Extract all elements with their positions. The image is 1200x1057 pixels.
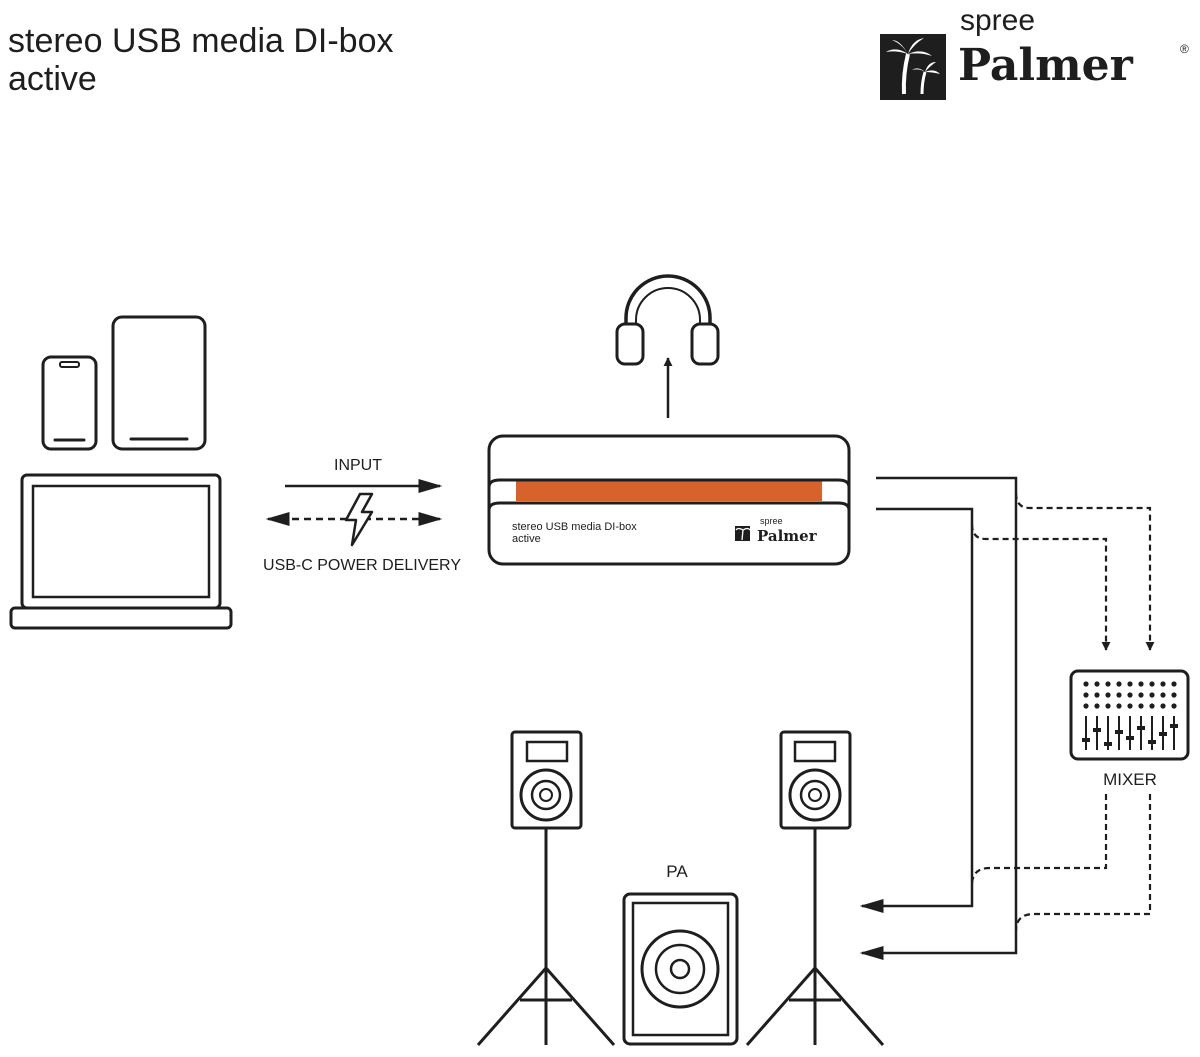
device-label-line-1: stereo USB media DI-box xyxy=(512,521,637,533)
device-brand-palmer: Palmer xyxy=(757,527,818,545)
pa-label: PA xyxy=(666,862,688,881)
device-accent-strip xyxy=(516,481,822,501)
input-label: INPUT xyxy=(334,457,382,474)
speaker-left xyxy=(476,730,616,1046)
laptop-icon xyxy=(9,473,233,630)
title-line-1: stereo USB media DI-box xyxy=(8,22,394,60)
tablet-icon xyxy=(111,315,207,451)
speaker-right xyxy=(745,730,885,1046)
lightning-icon xyxy=(344,492,374,547)
device-brand-spree: spree xyxy=(760,516,783,526)
headphones-icon xyxy=(615,274,720,366)
brand-registered: ® xyxy=(1180,42,1189,56)
di-box-device: stereo USB media DI-box active spree Pal… xyxy=(487,434,851,566)
phone-icon xyxy=(41,355,98,451)
mixer-dashed-lines xyxy=(970,492,1155,932)
brand-palmer: Palmer xyxy=(958,40,1133,91)
title-line-2: active xyxy=(8,60,97,98)
power-label: USB-C POWER DELIVERY xyxy=(263,557,461,574)
mixer-label: MIXER xyxy=(1103,770,1157,789)
palm-tree-logo-icon xyxy=(880,34,946,100)
page-title: stereo USB media DI-box active xyxy=(8,22,394,98)
brand-logo: spree Palmer ® xyxy=(878,4,1194,104)
input-connection: INPUT USB-C POWER DELIVERY xyxy=(263,457,461,574)
device-label-line-2: active xyxy=(512,533,541,545)
mixer-icon xyxy=(1069,669,1190,761)
brand-spree: spree xyxy=(960,4,1036,37)
output-direct-lines xyxy=(859,476,1018,960)
pa-speaker: PA xyxy=(622,862,739,1046)
